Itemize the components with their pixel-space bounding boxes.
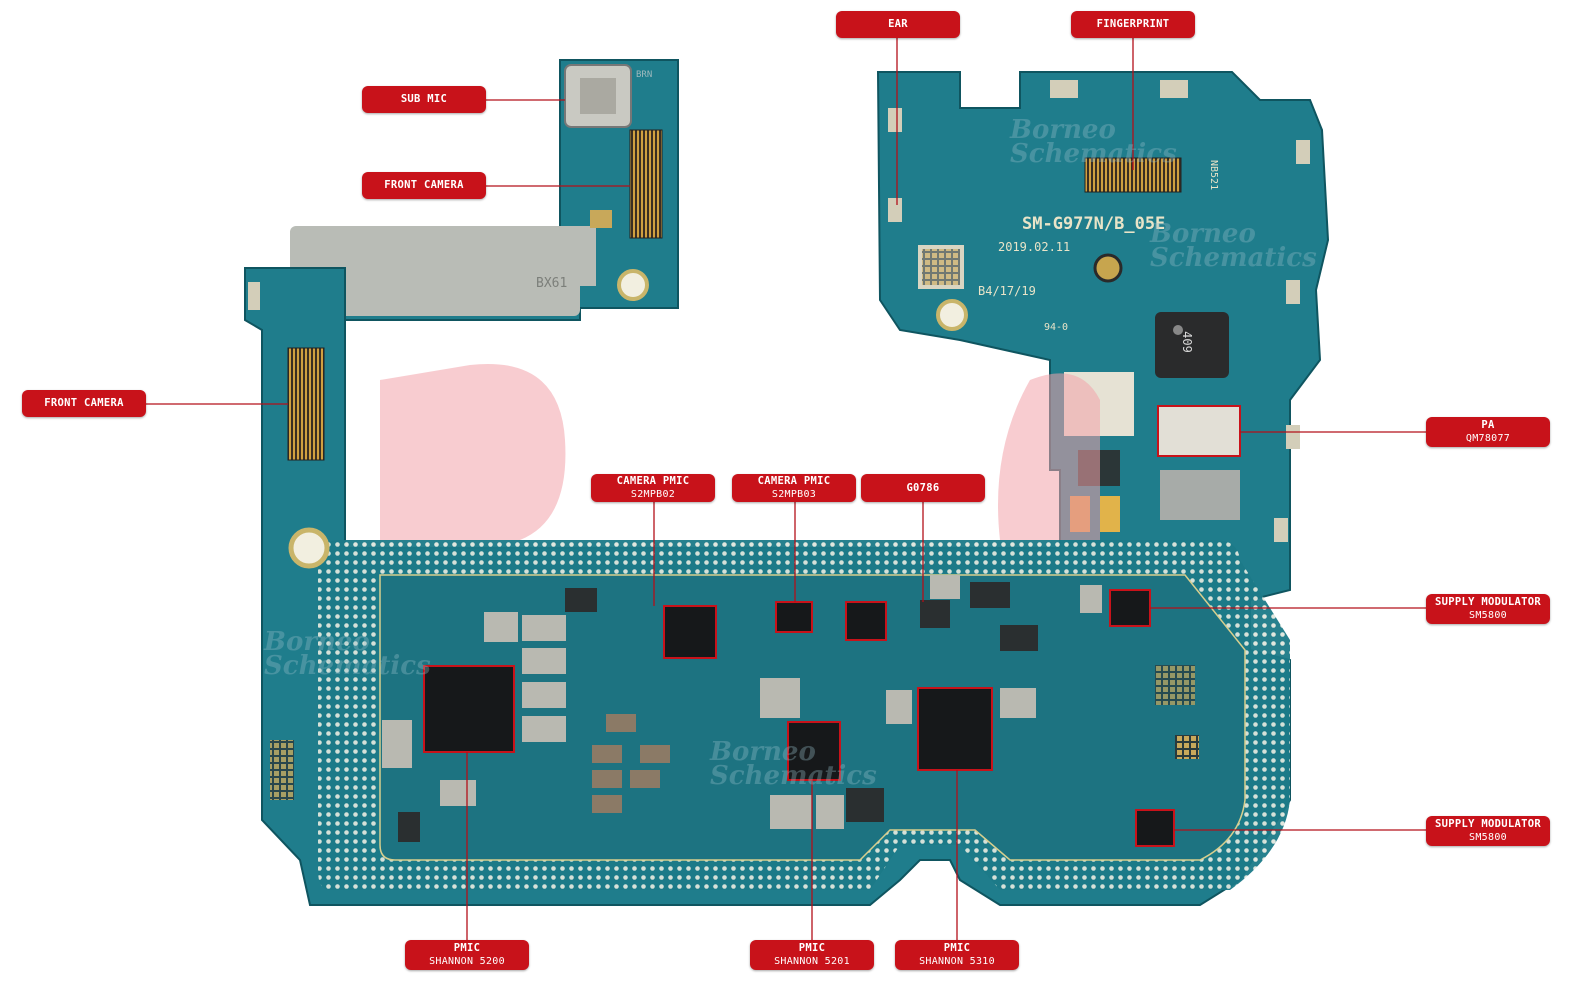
pmic-shannon-5201-chip [787, 721, 841, 781]
label-camera-pmic-s2mpb03[interactable]: CAMERA PMIC S2MPB03 [732, 474, 856, 502]
label-g0786[interactable]: G0786 [861, 474, 985, 502]
board-date-marking: 2019.02.11 [998, 240, 1071, 254]
label-subtitle: S2MPB02 [630, 489, 676, 500]
label-title: EAR [888, 18, 908, 30]
label-supply-modulator-1[interactable]: SUPPLY MODULATOR SM5800 [1426, 594, 1550, 624]
label-subtitle: QM78077 [1465, 433, 1511, 444]
pa-chip [1157, 405, 1241, 457]
label-title: CAMERA PMIC [616, 475, 690, 487]
supply-modulator-2-chip [1135, 809, 1175, 847]
label-pmic-shannon-5200[interactable]: PMIC SHANNON 5200 [405, 940, 529, 970]
label-camera-pmic-s2mpb02[interactable]: CAMERA PMIC S2MPB02 [591, 474, 715, 502]
label-title: SUB MIC [400, 93, 448, 105]
label-subtitle: SM5800 [1469, 610, 1507, 621]
coil-marking: 409 [1179, 331, 1194, 353]
label-title: G0786 [906, 481, 940, 494]
label-title: PMIC [943, 942, 971, 954]
supply-modulator-1-chip [1109, 589, 1151, 627]
label-title: FINGERPRINT [1096, 18, 1170, 30]
label-pa[interactable]: PA QM78077 [1426, 417, 1550, 447]
label-title: PMIC [798, 942, 826, 954]
board-model-marking: SM-G977N/B_05E [1022, 214, 1166, 234]
label-subtitle: SHANNON 5310 [919, 956, 995, 967]
front-camera-flex-board [267, 59, 679, 321]
label-title: SUPPLY MODULATOR [1435, 818, 1541, 830]
label-pmic-shannon-5201[interactable]: PMIC SHANNON 5201 [750, 940, 874, 970]
label-title: FRONT CAMERA [44, 397, 124, 409]
camera-pmic-s2mpb02-chip [663, 605, 717, 659]
main-board [244, 71, 1330, 906]
front-camera-connector-top [629, 129, 663, 239]
front-camera-connector-left [287, 347, 325, 461]
mounting-hole-left [288, 527, 330, 569]
label-subtitle: SM5800 [1469, 832, 1507, 843]
label-title: PA [1481, 419, 1495, 431]
shield-plate [290, 226, 580, 316]
background-logo [380, 363, 1100, 540]
label-ear[interactable]: EAR [836, 11, 960, 38]
label-title: CAMERA PMIC [757, 475, 831, 487]
board-code-marking: B4/17/19 [978, 284, 1036, 298]
g0786-chip [845, 601, 887, 641]
label-sub-mic[interactable]: SUB MIC [362, 86, 486, 113]
label-front-camera-top[interactable]: FRONT CAMERA [362, 172, 486, 199]
pmic-shannon-5310-chip [917, 687, 993, 771]
label-subtitle: S2MPB03 [771, 489, 817, 500]
plate-code-marking: BX61 [536, 276, 568, 291]
side-code-marking: NB521 [1208, 160, 1219, 191]
label-subtitle: SHANNON 5200 [429, 956, 505, 967]
brn-marking: BRN [636, 70, 653, 80]
label-front-camera-left[interactable]: FRONT CAMERA [22, 390, 146, 417]
mounting-hole [617, 269, 649, 301]
label-pmic-shannon-5310[interactable]: PMIC SHANNON 5310 [895, 940, 1019, 970]
pmic-shannon-5200-chip [423, 665, 515, 753]
label-supply-modulator-2[interactable]: SUPPLY MODULATOR SM5800 [1426, 816, 1550, 846]
label-title: FRONT CAMERA [384, 179, 464, 191]
label-title: PMIC [453, 942, 481, 954]
label-subtitle: SHANNON 5201 [774, 956, 850, 967]
lot-marking: 94-0 [1044, 322, 1069, 333]
camera-pmic-s2mpb03-chip [775, 601, 813, 633]
label-title: SUPPLY MODULATOR [1435, 596, 1541, 608]
antenna-connector [1093, 253, 1123, 283]
label-fingerprint[interactable]: FINGERPRINT [1071, 11, 1195, 38]
callout-lines [146, 38, 1426, 940]
